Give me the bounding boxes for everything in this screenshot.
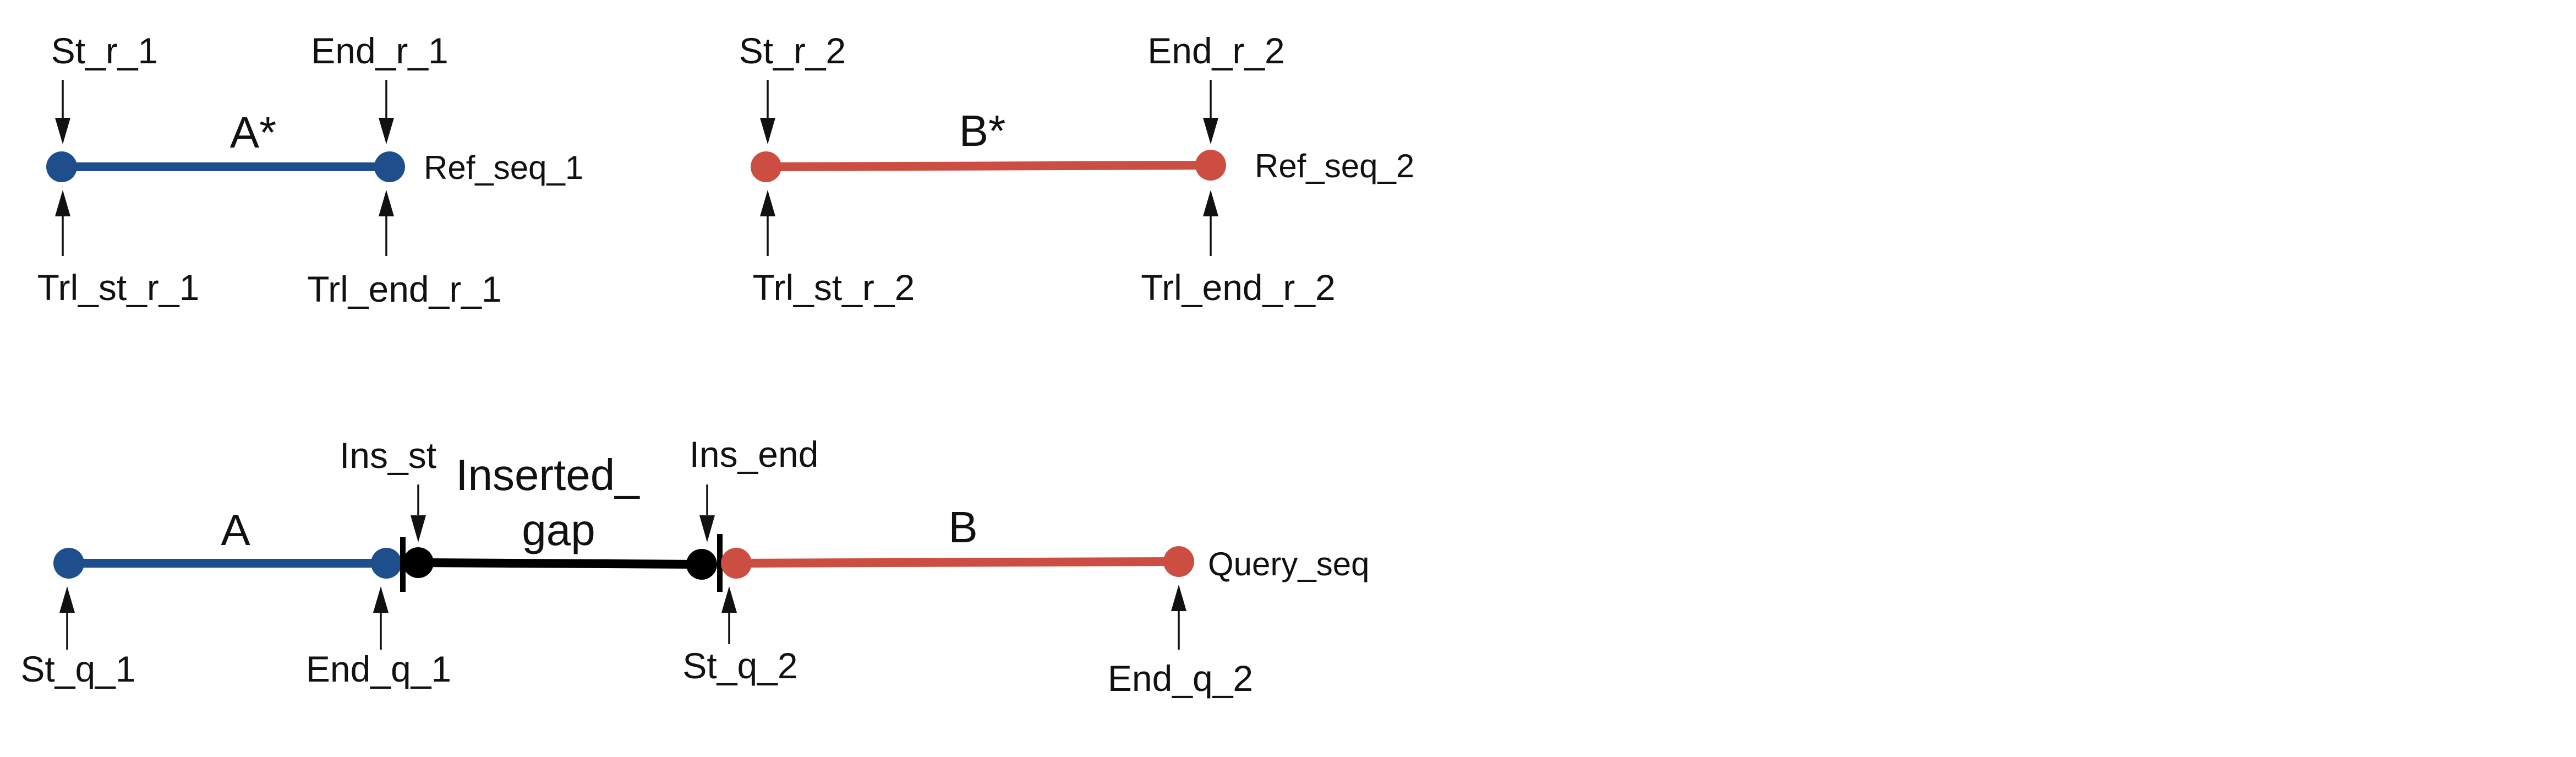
start-q1-label: St_q_1 (20, 649, 135, 689)
ref-seq-1-start-bottom-arrow (55, 190, 70, 256)
ref-seq-2-name: Ref_seq_2 (1255, 148, 1414, 184)
ref-seq-1-start-top-label: St_r_1 (51, 30, 158, 71)
ref-seq-1-end-bottom-arrow (379, 190, 394, 256)
ref-seq-2-end-bottom-label: Trl_end_r_2 (1141, 267, 1335, 308)
query-segment-b-label: B (948, 503, 977, 552)
ins-start-label: Ins_st (340, 435, 436, 476)
start-q2-label: St_q_2 (682, 645, 797, 686)
query-end-q1-node (371, 548, 402, 579)
ins-start-node (403, 547, 434, 578)
ref-seq-1-end-node (374, 151, 405, 182)
end-q1-arrow (373, 586, 389, 650)
ref-seq-2-start-bottom-arrow (760, 190, 775, 256)
ref-seq-2-segment-label: B* (959, 106, 1006, 155)
inserted-gap-line (418, 558, 702, 569)
inserted-gap-label-line2: gap (522, 505, 595, 554)
ref-seq-1-group: A* Ref_seq_1 St_r_1 End_r_1 Trl_st_r_1 T… (37, 30, 584, 309)
ins-start-arrow (411, 484, 426, 542)
ref-seq-1-name: Ref_seq_1 (424, 149, 583, 186)
ref-seq-1-end-top-label: End_r_1 (311, 30, 449, 71)
query-seq-name: Query_seq (1208, 546, 1370, 582)
query-start-q2-node (721, 548, 752, 579)
ref-seq-2-end-bottom-arrow (1203, 190, 1218, 256)
ref-seq-1-end-bottom-label: Trl_end_r_1 (307, 269, 501, 309)
query-start-q1-node (53, 548, 84, 579)
ref-seq-1-start-bottom-label: Trl_st_r_1 (37, 267, 200, 308)
ins-end-label: Ins_end (690, 434, 819, 475)
ref-seq-2-group: B* Ref_seq_2 St_r_2 End_r_2 Trl_st_r_2 T… (739, 30, 1414, 308)
query-segment-a-label: A (221, 505, 250, 554)
query-end-q2-node (1163, 546, 1194, 577)
ref-seq-1-end-top-arrow (379, 80, 394, 144)
start-q1-arrow (59, 586, 75, 650)
ref-seq-2-line (762, 161, 1215, 171)
query-segment-b-line (732, 557, 1183, 568)
end-q2-label: End_q_2 (1108, 658, 1253, 699)
ins-end-arrow (699, 484, 715, 542)
start-q2-arrow (721, 586, 737, 644)
query-seq-group: A B Inserted_ gap Query_seq Ins_st Ins_e… (20, 434, 1369, 699)
ref-seq-2-start-node (751, 151, 781, 182)
ref-seq-2-start-bottom-label: Trl_st_r_2 (753, 267, 915, 308)
ref-seq-1-start-top-arrow (55, 80, 70, 144)
ref-seq-2-start-top-label: St_r_2 (739, 30, 846, 71)
ref-seq-2-end-node (1195, 150, 1226, 181)
end-q2-arrow (1171, 585, 1186, 650)
ref-seq-2-start-top-arrow (760, 80, 775, 144)
ref-seq-2-end-top-label: End_r_2 (1147, 30, 1285, 71)
ref-seq-2-end-top-arrow (1203, 80, 1218, 144)
ins-end-node (686, 549, 717, 580)
end-q1-label: End_q_1 (306, 649, 451, 689)
ref-seq-1-segment-label: A* (230, 108, 277, 157)
ref-seq-1-start-node (46, 151, 77, 182)
inserted-gap-label-line1: Inserted_ (456, 450, 640, 499)
